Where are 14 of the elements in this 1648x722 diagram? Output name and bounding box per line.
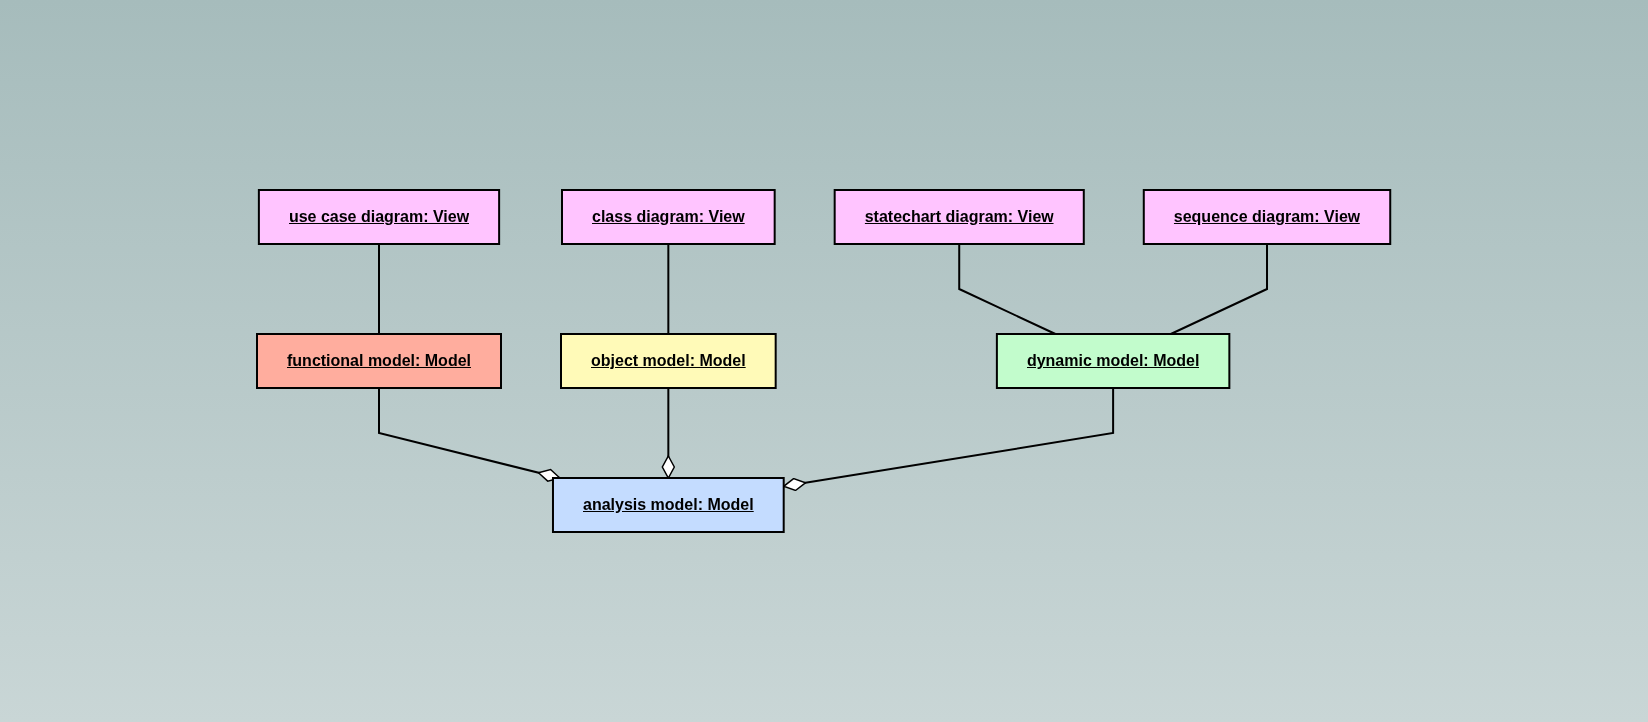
connector — [1170, 243, 1269, 335]
node-box: dynamic model: Model — [996, 333, 1231, 389]
connector — [378, 387, 562, 482]
node-box: functional model: Model — [256, 333, 503, 389]
node-box: class diagram: View — [561, 189, 777, 245]
node-box: object model: Model — [560, 333, 778, 389]
connector — [958, 243, 1057, 335]
node-box: statechart diagram: View — [834, 189, 1086, 245]
connector — [661, 387, 676, 479]
node-box: analysis model: Model — [552, 477, 786, 533]
node-box: sequence diagram: View — [1143, 189, 1392, 245]
connector — [667, 243, 670, 335]
node-box: use case diagram: View — [258, 189, 501, 245]
connector — [378, 243, 381, 335]
